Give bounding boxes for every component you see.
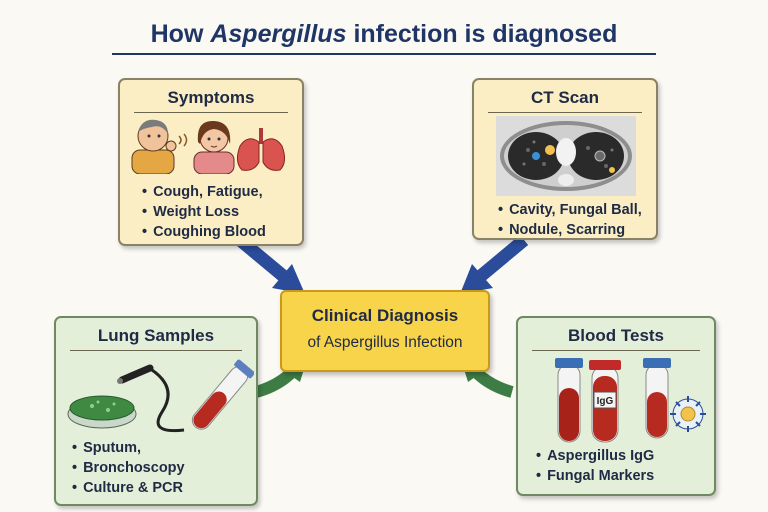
fungal-ball-icon [545,145,615,173]
sample-tube-icon [191,359,254,430]
ct-scan-card: CT Scan Cavity, Fungal Ball, Nodule, Sca… [472,78,658,240]
clinical-diagnosis-box: Clinical Diagnosis of Aspergillus Infect… [280,290,490,372]
list-item: Bronchoscopy [72,458,185,478]
list-item: Culture & PCR [72,478,185,498]
blood-tests-divider [532,350,700,351]
lung-samples-list: Sputum, Bronchoscopy Culture & PCR [72,438,185,498]
lung-samples-illustration [67,359,254,433]
list-item: Sputum, [72,438,185,458]
list-item: Weight Loss [142,202,266,222]
blood-tube-right-icon [643,358,671,439]
blood-tubes-illustration: IgG [555,358,706,443]
bronchoscope-icon [117,364,185,433]
petri-dish-icon [67,395,137,429]
blood-tube-igg-icon [589,360,621,443]
woman-icon [193,120,235,174]
ct-scan-title: CT Scan [530,88,600,107]
symptoms-title: Symptoms [167,88,255,107]
ct-scan-divider [488,112,642,113]
symptoms-list: Cough, Fatigue, Weight Loss Coughing Blo… [142,182,266,242]
list-item: Coughing Blood [142,222,266,242]
list-item: Cough, Fatigue, [142,182,266,202]
lung-samples-divider [70,350,242,351]
fungal-spore-icon [670,396,706,432]
blood-tests-card: Blood Tests IgG [516,316,716,496]
lungs-icon [236,128,286,171]
blood-tests-title: Blood Tests [567,326,665,345]
blood-tube-left-icon [555,358,583,443]
list-item: Fungal Markers [536,466,654,486]
man-icon [131,119,177,174]
page-title: How Aspergillus infection is diagnosed [0,20,768,49]
diagnosis-line2: of Aspergillus Infection [307,334,463,351]
title-suffix: infection is diagnosed [346,20,618,48]
ct-scan-list: Cavity, Fungal Ball, Nodule, Scarring [498,200,642,240]
coughing-people-illustration [131,119,286,174]
blood-tests-list: Aspergillus IgG Fungal Markers [536,446,654,486]
symptoms-divider [134,112,288,113]
cough-lines-icon [178,133,188,147]
arrow-ct-to-diagnosis [460,235,529,294]
heart-mediastinum-icon [556,138,576,186]
list-item: Cavity, Fungal Ball, [498,200,642,220]
igg-tube-label: IgG [597,396,614,407]
lung-samples-card: Lung Samples Sputum, Bronchoscopy Cultur… [54,316,258,506]
title-italic: Aspergillus [210,20,347,48]
ct-scan-image [496,116,636,196]
list-item: Nodule, Scarring [498,220,642,240]
lung-samples-title: Lung Samples [97,326,215,345]
left-lung-icon [508,132,564,180]
symptoms-card: Symptoms Cough, Fatigue, [118,78,304,246]
right-lung-icon [568,132,624,180]
list-item: Aspergillus IgG [536,446,654,466]
title-prefix: How [150,20,211,48]
arrow-symptoms-to-diagnosis [235,235,305,294]
title-underline [112,53,656,55]
diagnosis-line1: Clinical Diagnosis [311,306,459,325]
